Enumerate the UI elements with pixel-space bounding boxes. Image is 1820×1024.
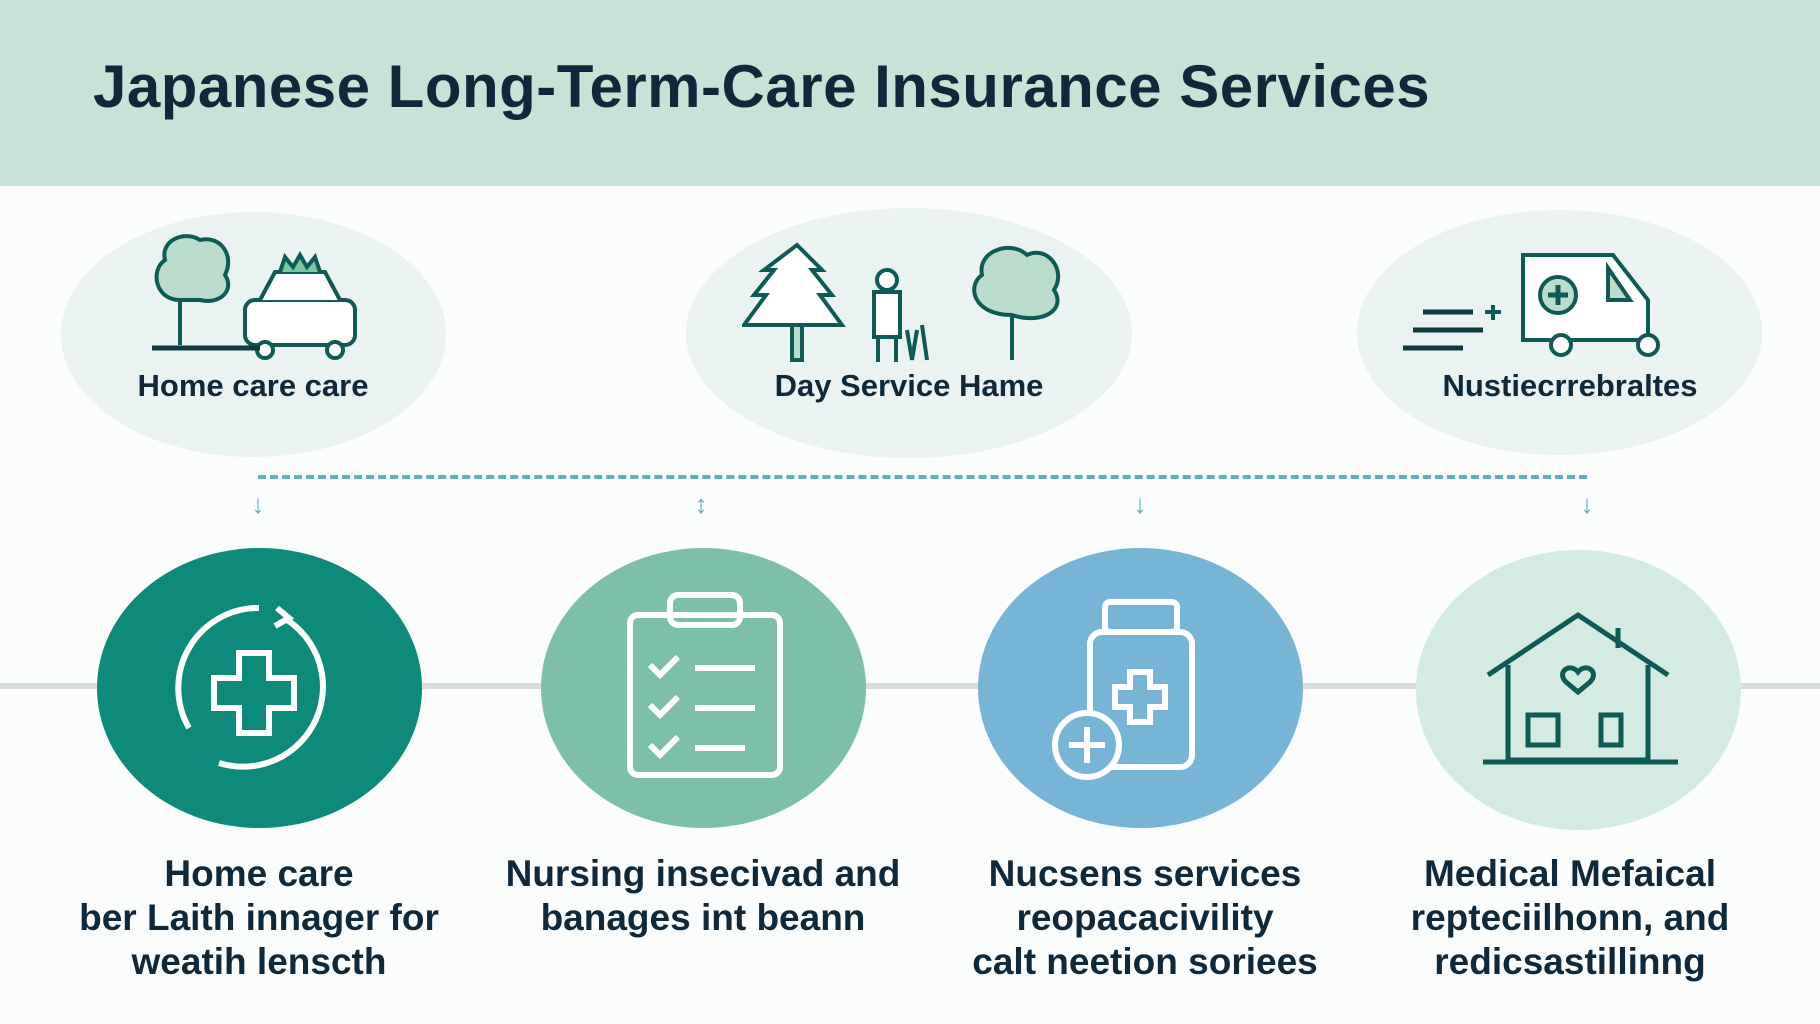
description-line: Nucsens services (988, 853, 1302, 894)
description-line: ber Laith innager for (79, 897, 439, 938)
page-title: Japanese Long-Term-Care Insurance Servic… (93, 53, 1431, 120)
tree-car-icon (152, 234, 357, 360)
top-service-label: Day Service Hame (774, 368, 1044, 403)
trees-people-icon (742, 242, 1061, 362)
arrow-updown-icon: ↕ (694, 489, 708, 519)
timeline-line (0, 683, 1820, 689)
description-line: banages int beann (540, 897, 866, 938)
medicine-bottle-icon (1052, 599, 1195, 780)
clipboard-checklist-icon (627, 592, 783, 778)
arrow-down-icon: ↓ (1133, 489, 1147, 519)
description-line: repteciilhonn, and (1410, 897, 1730, 938)
service-description: Medical Mefaical repteciilhonn, and redi… (1350, 852, 1790, 984)
top-service-label: Nustiecrrebraltes (1442, 368, 1698, 403)
description-line: redicsastillinng (1434, 941, 1706, 982)
description-line: calt neetion soriees (972, 941, 1318, 982)
service-circle-medication (978, 548, 1303, 828)
service-description: Nucsens services reopacacivility calt ne… (925, 852, 1365, 984)
medical-cross-cycle-icon (175, 604, 326, 770)
title-banner (0, 0, 1820, 186)
service-description: Home care ber Laith innager for weatih l… (39, 852, 479, 984)
description-line: reopacacivility (1016, 897, 1274, 938)
description-line: Medical Mefaical (1423, 853, 1716, 894)
description-line: weatih lenscth (131, 941, 387, 982)
description-line: Home care (164, 853, 354, 894)
dashed-connector (258, 475, 1587, 479)
top-service-label: Home care care (137, 368, 369, 403)
service-circle-home-care (97, 548, 422, 828)
description-line: Nursing insecivad and (505, 853, 901, 894)
ambulance-icon (1403, 253, 1660, 357)
service-description: Nursing insecivad and banages int beann (483, 852, 923, 940)
arrow-down-icon: ↓ (251, 489, 265, 519)
arrow-down-icon: ↓ (1580, 489, 1594, 519)
house-heart-icon (1483, 611, 1678, 765)
